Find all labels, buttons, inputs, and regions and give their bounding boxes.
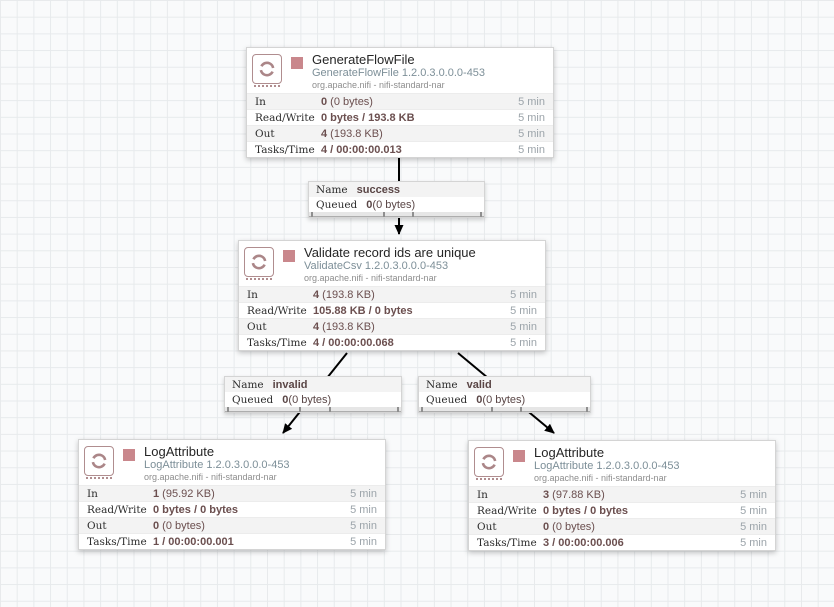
processor-type: GenerateFlowFile 1.2.0.3.0.0.0-453 <box>312 67 486 79</box>
processor-stamp-icon <box>244 247 274 280</box>
processor-stamp-icon <box>84 446 114 479</box>
stopped-status-icon <box>283 250 295 262</box>
processor-bundle: org.apache.nifi - nifi-standard-nar <box>304 273 437 283</box>
processor-bundle: org.apache.nifi - nifi-standard-nar <box>312 80 445 90</box>
stat-row-out: Out 4 (193.8 KB) 5 min <box>247 125 553 141</box>
stopped-status-icon <box>123 449 135 461</box>
processor-logattribute-right[interactable]: LogAttribute LogAttribute 1.2.0.3.0.0.0-… <box>468 440 776 551</box>
processor-logattribute-left[interactable]: LogAttribute LogAttribute 1.2.0.3.0.0.0-… <box>78 439 386 550</box>
connection-label-success[interactable]: Name success Queued 0 (0 bytes) <box>308 181 485 218</box>
stat-row-readwrite: Read/Write 0 bytes / 0 bytes 5 min <box>469 502 775 518</box>
processor-stamp-icon <box>474 447 504 480</box>
processor-generateflowfile[interactable]: GenerateFlowFile GenerateFlowFile 1.2.0.… <box>246 47 554 158</box>
processor-type: LogAttribute 1.2.0.3.0.0.0-453 <box>144 459 290 471</box>
connection-queued-row: Queued 0 (0 bytes) <box>316 198 416 211</box>
stat-row-tasks: Tasks/Time 1 / 00:00:00.001 5 min <box>79 533 385 549</box>
processor-title: GenerateFlowFile <box>312 52 415 67</box>
stat-row-out: Out 0 (0 bytes) 5 min <box>79 517 385 533</box>
stat-row-out: Out 4 (193.8 KB) 5 min <box>239 318 545 334</box>
stat-row-readwrite: Read/Write 105.88 KB / 0 bytes 5 min <box>239 302 545 318</box>
stat-row-in: In 0 (0 bytes) 5 min <box>247 93 553 109</box>
stopped-status-icon <box>513 450 525 462</box>
processor-title: LogAttribute <box>144 444 215 459</box>
stat-row-tasks: Tasks/Time 4 / 00:00:00.013 5 min <box>247 141 553 157</box>
queue-fill-bar <box>225 407 401 412</box>
stat-row-in: In 1 (95.92 KB) 5 min <box>79 485 385 501</box>
connection-name-row: Name success <box>309 182 484 197</box>
stat-row-out: Out 0 (0 bytes) 5 min <box>469 518 775 534</box>
connection-name: valid <box>466 378 492 391</box>
processor-header: LogAttribute LogAttribute 1.2.0.3.0.0.0-… <box>469 441 775 486</box>
queue-fill-bar <box>309 212 484 217</box>
connection-queued-row: Queued 0 (0 bytes) <box>426 393 526 406</box>
stat-row-in: In 4 (193.8 KB) 5 min <box>239 286 545 302</box>
connection-name-row: Name valid <box>419 377 590 392</box>
processor-type: LogAttribute 1.2.0.3.0.0.0-453 <box>534 460 680 472</box>
stat-row-in: In 3 (97.88 KB) 5 min <box>469 486 775 502</box>
stat-row-tasks: Tasks/Time 3 / 00:00:00.006 5 min <box>469 534 775 550</box>
stat-row-readwrite: Read/Write 0 bytes / 0 bytes 5 min <box>79 501 385 517</box>
stopped-status-icon <box>291 57 303 69</box>
connection-label-invalid[interactable]: Name invalid Queued 0 (0 bytes) <box>224 376 402 413</box>
connection-name: success <box>356 183 401 196</box>
processor-stamp-icon <box>252 54 282 87</box>
processor-bundle: org.apache.nifi - nifi-standard-nar <box>144 472 277 482</box>
connection-name-row: Name invalid <box>225 377 401 392</box>
processor-validatecsv[interactable]: Validate record ids are unique ValidateC… <box>238 240 546 351</box>
processor-header: Validate record ids are unique ValidateC… <box>239 241 545 286</box>
processor-header: GenerateFlowFile GenerateFlowFile 1.2.0.… <box>247 48 553 93</box>
processor-title: LogAttribute <box>534 445 605 460</box>
processor-header: LogAttribute LogAttribute 1.2.0.3.0.0.0-… <box>79 440 385 485</box>
stat-row-tasks: Tasks/Time 4 / 00:00:00.068 5 min <box>239 334 545 350</box>
connection-name: invalid <box>272 378 308 391</box>
connection-label-valid[interactable]: Name valid Queued 0 (0 bytes) <box>418 376 591 413</box>
connection-queued-row: Queued 0 (0 bytes) <box>232 393 332 406</box>
stat-row-readwrite: Read/Write 0 bytes / 193.8 KB 5 min <box>247 109 553 125</box>
queue-fill-bar <box>419 407 590 412</box>
processor-type: ValidateCsv 1.2.0.3.0.0.0-453 <box>304 260 449 272</box>
processor-title: Validate record ids are unique <box>304 245 476 260</box>
processor-bundle: org.apache.nifi - nifi-standard-nar <box>534 473 667 483</box>
